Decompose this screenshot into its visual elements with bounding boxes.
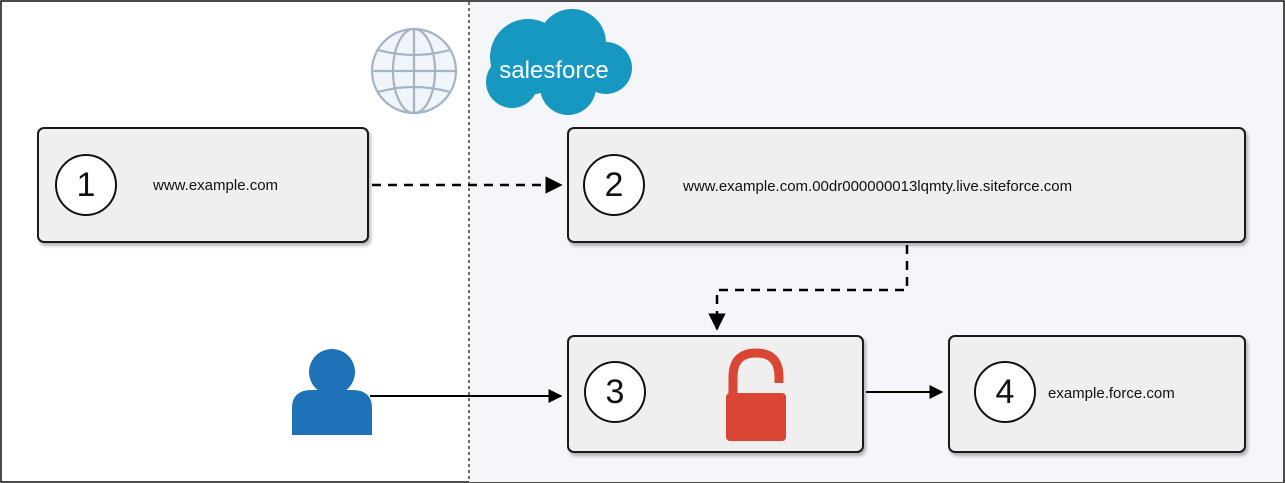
node-1-number: 1 [55,154,117,216]
node-4: 4 example.force.com [948,335,1246,453]
node-1: 1 www.example.com [37,127,369,243]
edge-2-to-3 [708,245,909,331]
salesforce-logo-text: salesforce [499,57,608,84]
node-1-label: www.example.com [153,177,279,194]
node-3: 3 [567,335,864,453]
unlocked-padlock-icon [726,348,786,441]
salesforce-cloud-icon [486,9,632,115]
salesforce-logo: salesforce [486,9,632,115]
user-icon [292,349,372,435]
node-2-label: www.example.com.00dr000000013lqmty.live.… [683,178,1073,195]
node-2: 2 www.example.com.00dr000000013lqmty.liv… [567,127,1246,243]
node-3-number: 3 [584,361,646,423]
node-4-number: 4 [974,361,1036,423]
globe-icon [370,27,458,115]
node-2-number: 2 [583,154,645,216]
node-4-label: example.force.com [1048,385,1175,402]
